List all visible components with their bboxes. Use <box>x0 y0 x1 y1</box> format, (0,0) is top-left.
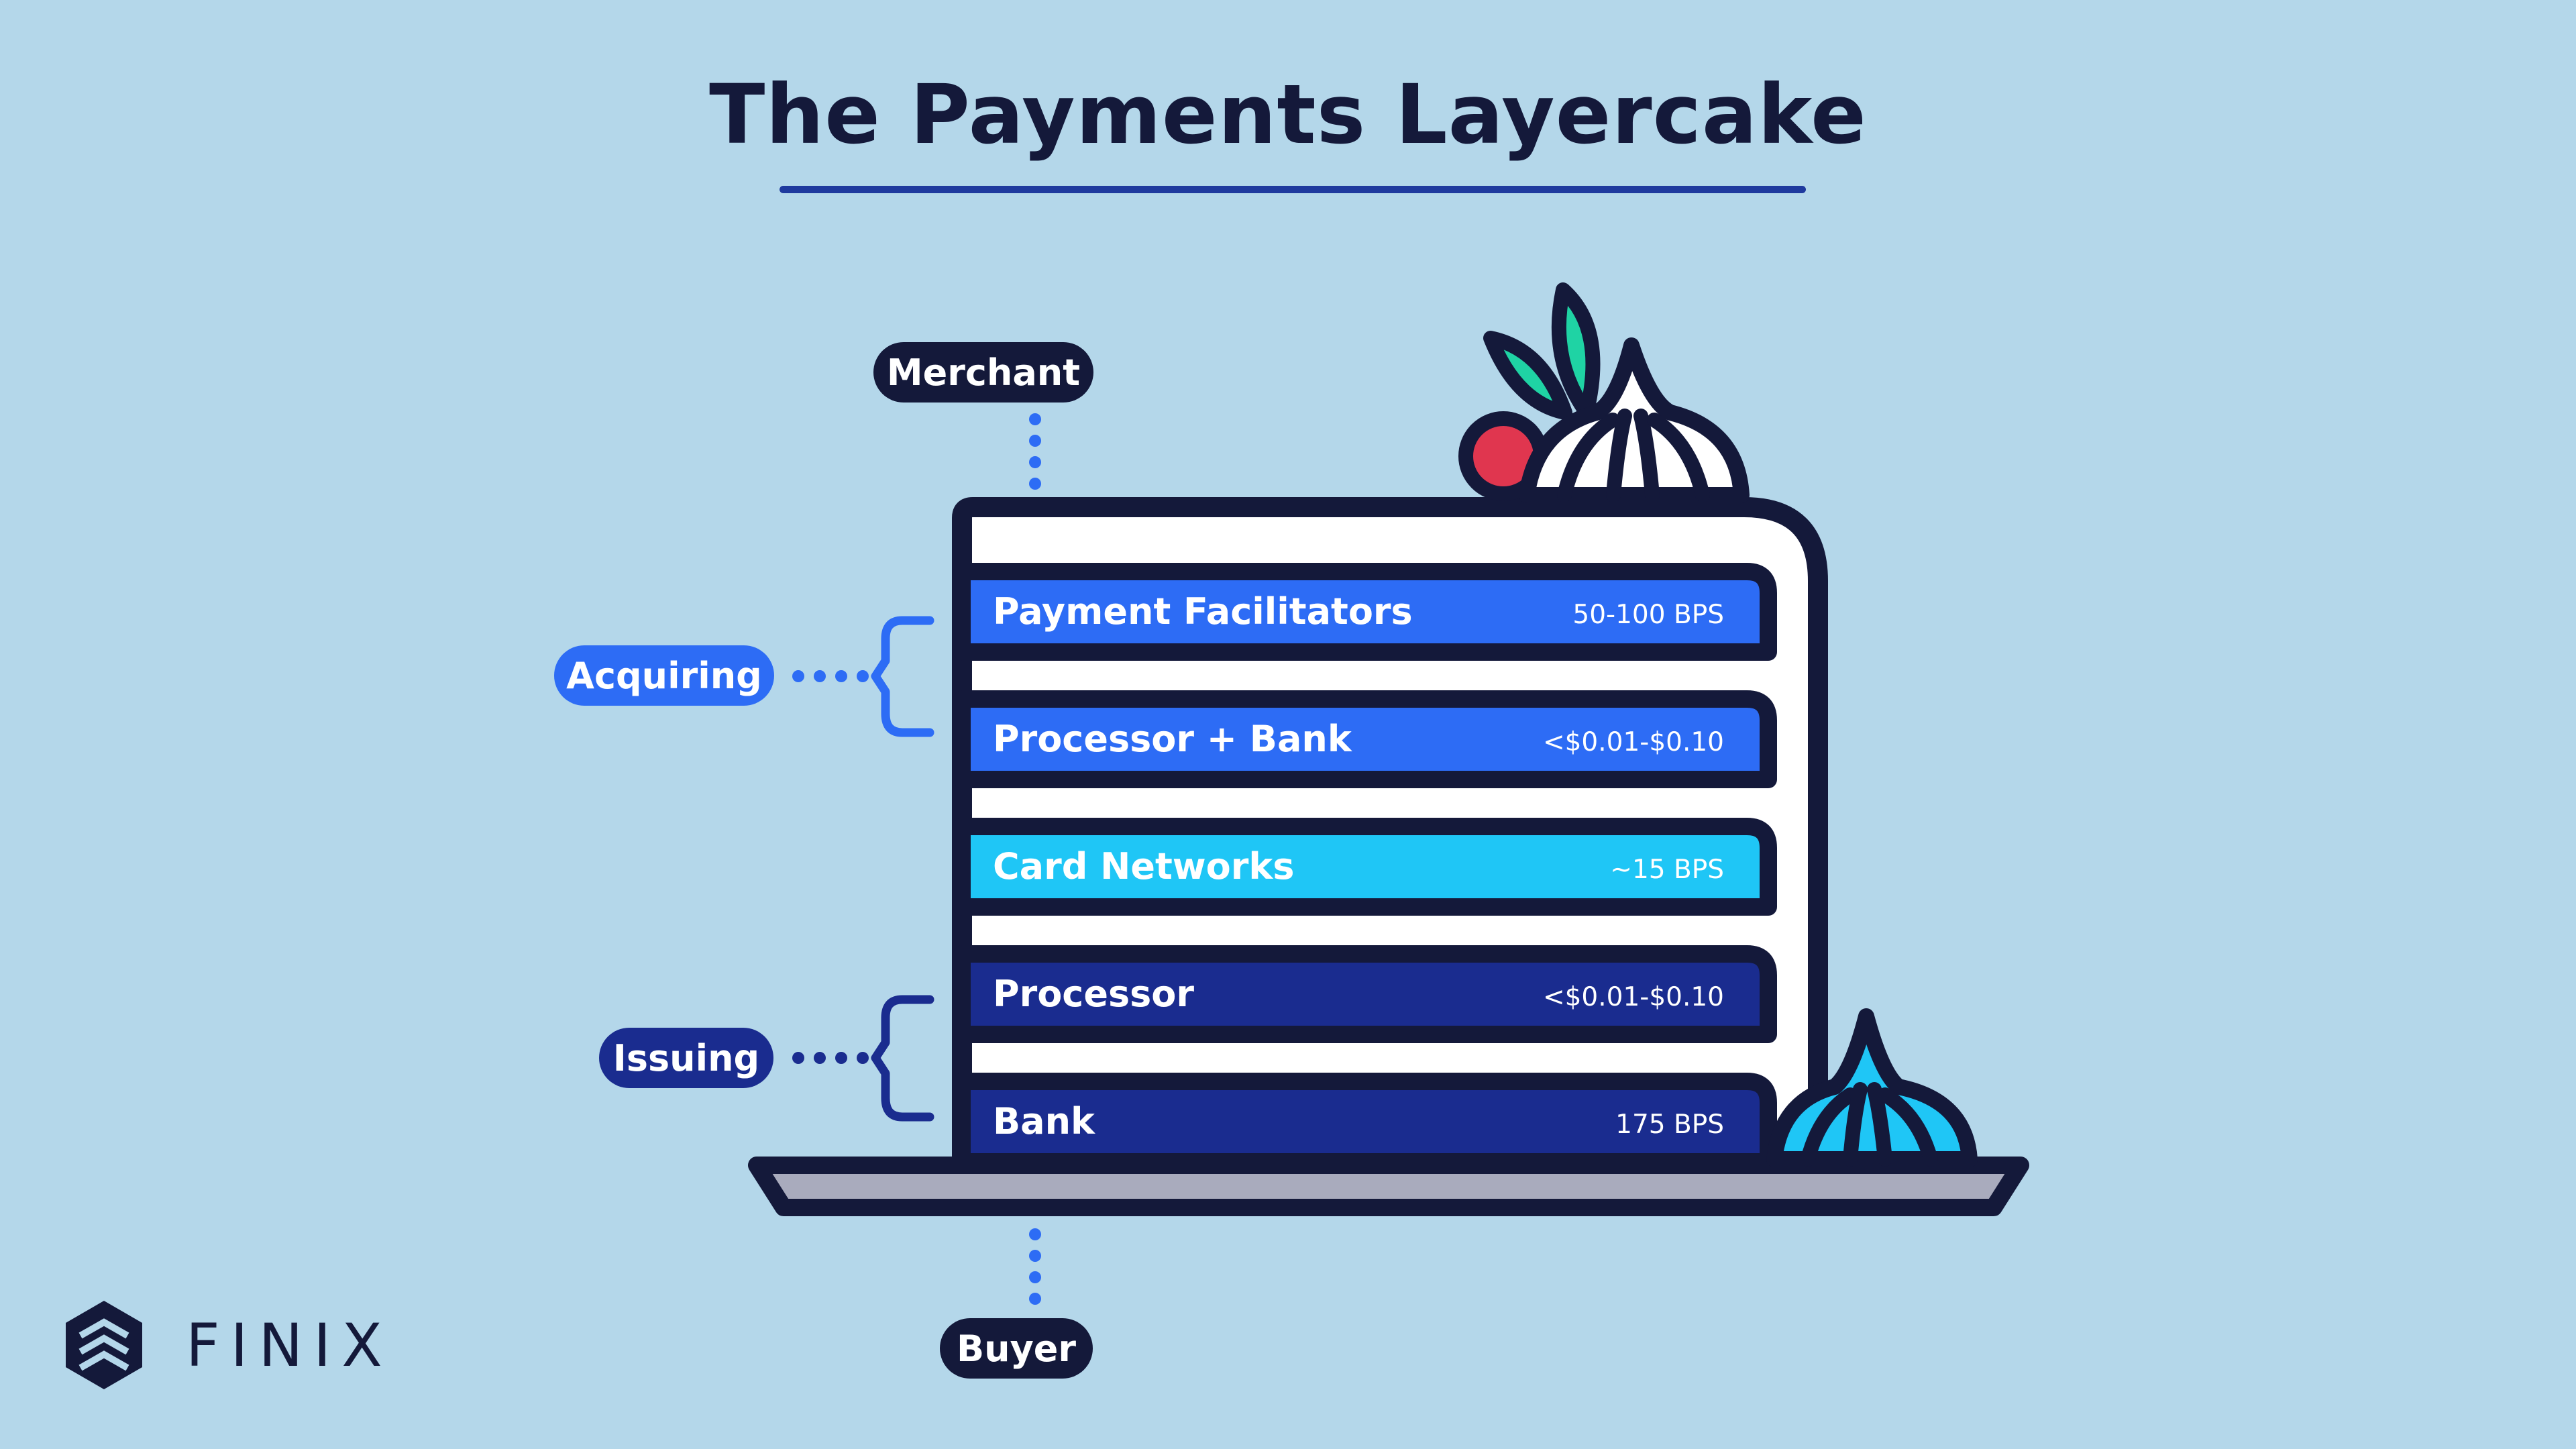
layer-value: ~15 BPS <box>1610 855 1724 885</box>
layer-value: 50-100 BPS <box>1572 600 1724 630</box>
blue-cream-icon <box>1766 1008 1978 1167</box>
layer-name: Processor <box>993 973 1194 1015</box>
leaf-icon <box>1483 331 1572 420</box>
merchant-connector-dots <box>1029 413 1041 490</box>
issuing-bracket <box>871 995 934 1122</box>
cake-layer <box>953 818 1777 916</box>
page-title: The Payments Layercake <box>709 67 1867 162</box>
cake-plate <box>748 1157 2029 1216</box>
layer-value: <$0.01-$0.10 <box>1542 727 1724 757</box>
whipped-cream-icon <box>1519 337 1750 503</box>
cake-layer <box>953 690 1777 788</box>
acquiring-pill: Acquiring <box>554 645 774 706</box>
buyer-connector-dots <box>1029 1228 1041 1305</box>
cake-layer <box>953 945 1777 1043</box>
layer-name: Card Networks <box>993 845 1295 888</box>
cake-layers <box>953 563 1777 1171</box>
merchant-pill: Merchant <box>873 342 1093 402</box>
layer-name: Bank <box>993 1100 1095 1142</box>
buyer-pill: Buyer <box>940 1318 1093 1379</box>
acquiring-bracket <box>871 616 934 737</box>
issuing-pill: Issuing <box>599 1028 773 1088</box>
acquiring-connector-dots <box>792 670 869 682</box>
logo-text: FINIX <box>186 1310 393 1380</box>
cake-layer <box>953 563 1777 661</box>
cake-layer <box>953 1073 1777 1171</box>
layer-name: Payment Facilitators <box>993 590 1413 633</box>
finix-hexagon-icon <box>66 1301 142 1389</box>
title-underline <box>780 186 1806 193</box>
issuing-connector-dots <box>792 1052 869 1064</box>
layer-value: <$0.01-$0.10 <box>1542 982 1724 1012</box>
layer-value: 175 BPS <box>1615 1110 1724 1140</box>
layer-name: Processor + Bank <box>993 718 1352 760</box>
finix-logo: FINIX <box>64 1298 393 1392</box>
